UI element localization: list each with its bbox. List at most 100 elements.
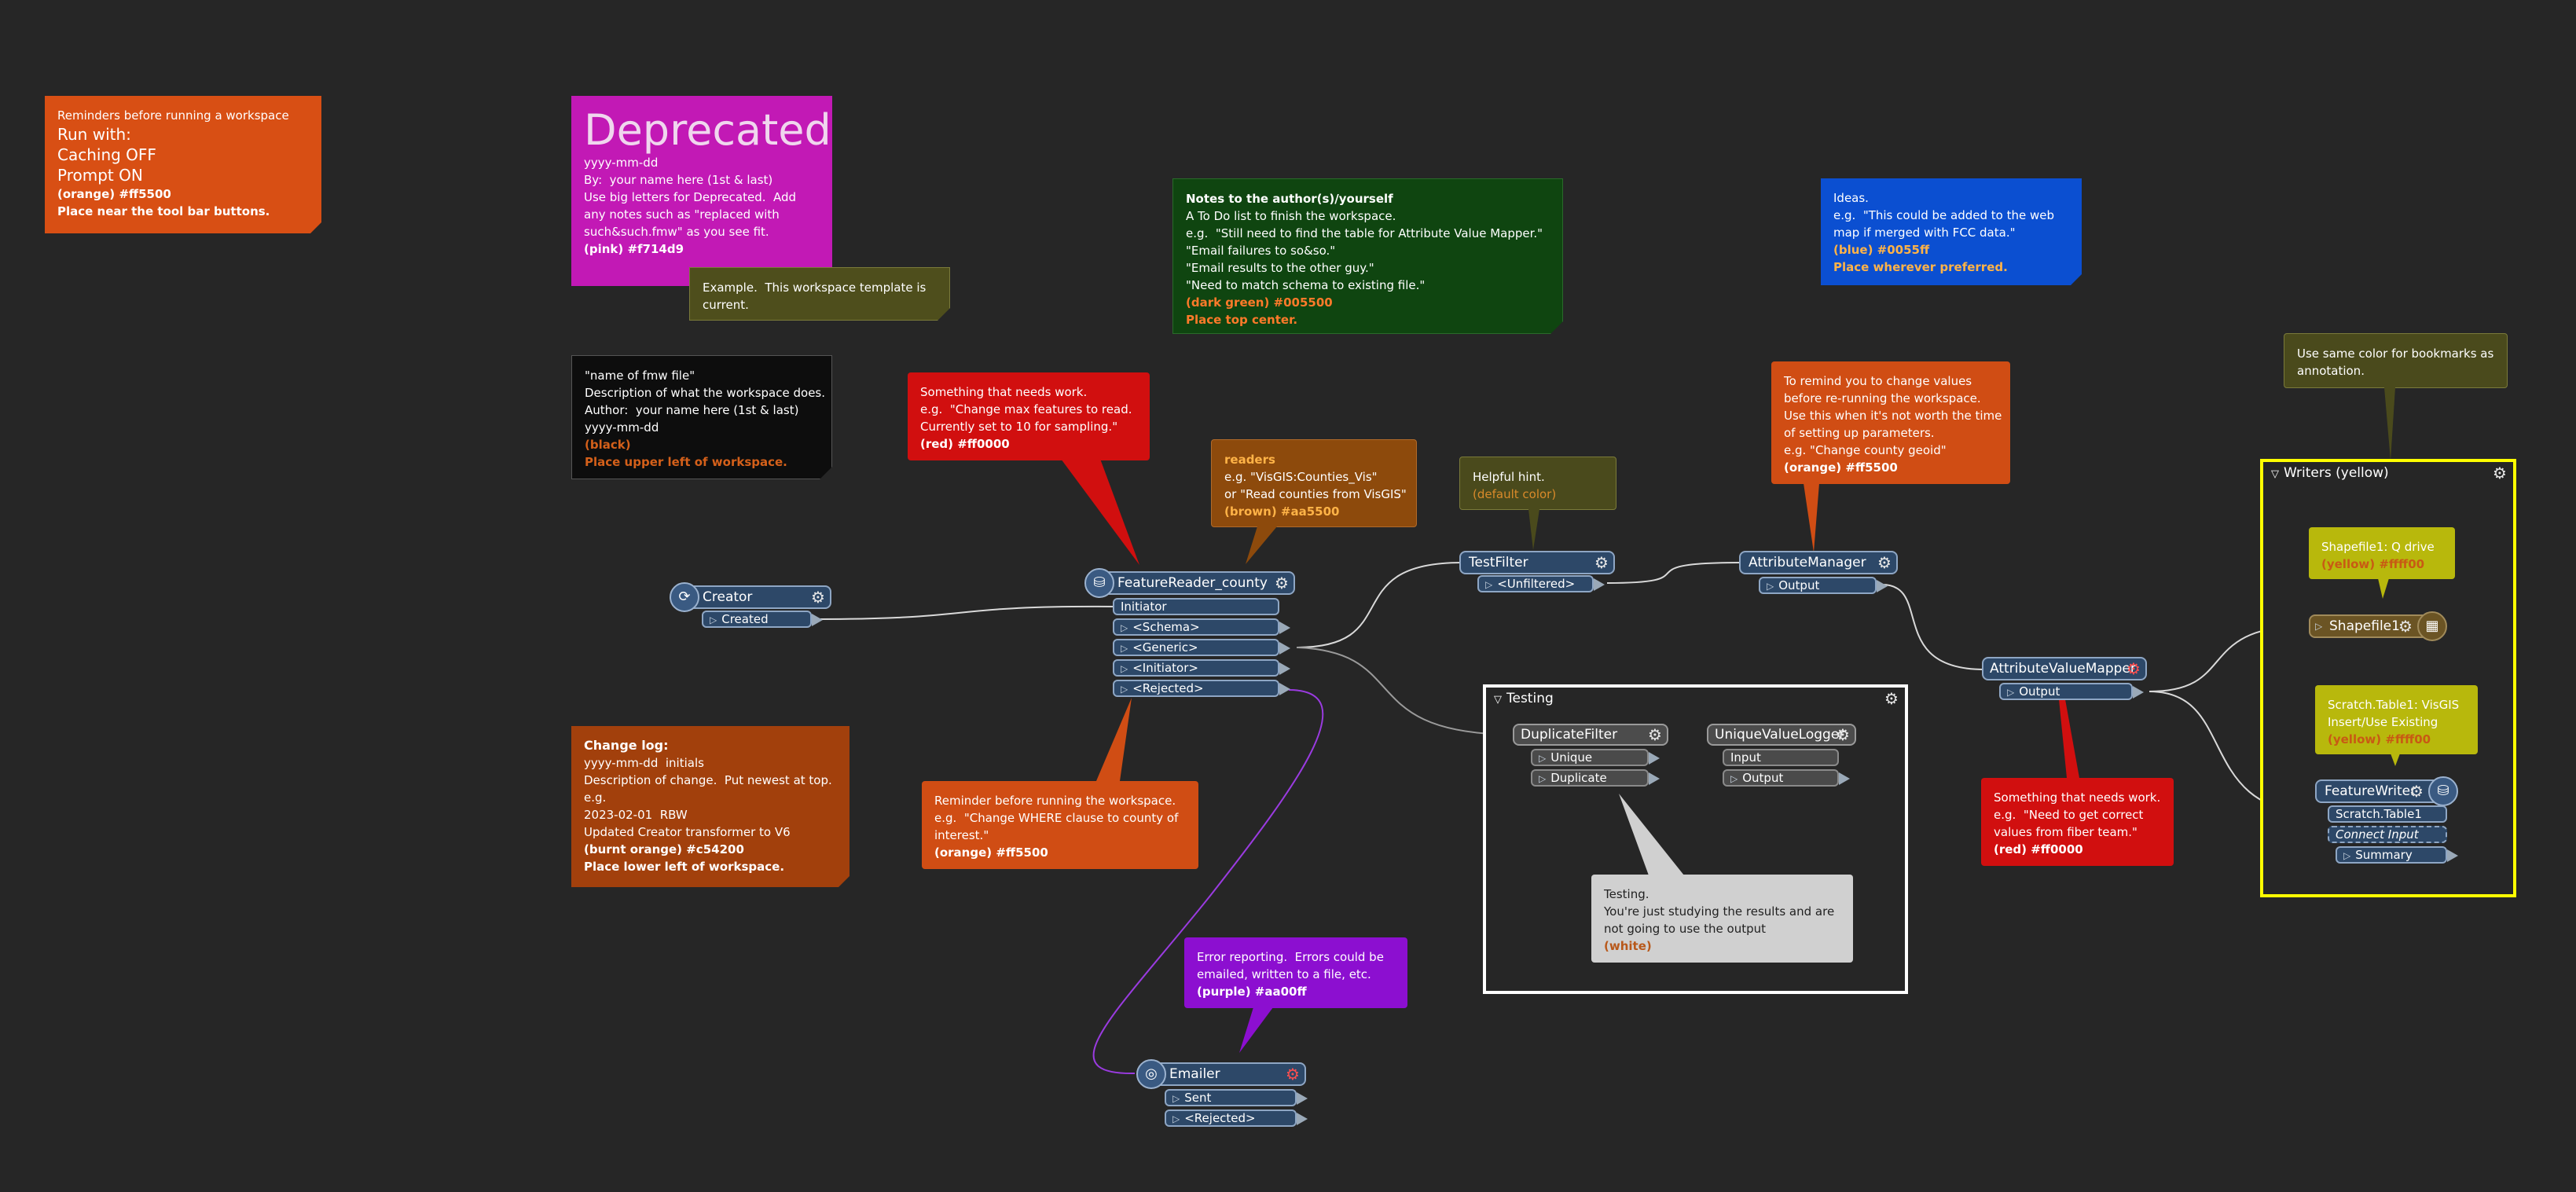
output-arrow-icon[interactable] (1297, 1092, 1308, 1105)
port-input[interactable]: Input (1723, 749, 1839, 766)
output-arrow-icon[interactable] (1839, 772, 1850, 785)
port-rejected[interactable]: ▷<Rejected> (1165, 1109, 1308, 1127)
gear-icon[interactable]: ⚙ (1275, 574, 1289, 592)
port-connect-input[interactable]: Connect Input (2328, 826, 2447, 843)
note-fold (2070, 273, 2082, 286)
output-arrow-icon[interactable] (1649, 772, 1660, 785)
note-testing[interactable]: Testing. You're just studying the result… (1591, 875, 1853, 963)
note-text: "name of fmw file" (585, 369, 695, 383)
gear-icon[interactable]: ⚙ (1648, 725, 1662, 744)
gear-icon[interactable]: ⚙ (1877, 553, 1892, 572)
port-summary[interactable]: ▷Summary (2336, 846, 2458, 864)
port-output[interactable]: ▷Output (1723, 769, 1850, 787)
note-text: e.g. "Still need to find the table for A… (1186, 226, 1543, 240)
output-arrow-icon[interactable] (1649, 752, 1660, 765)
port-output[interactable]: ▷Output (1759, 577, 1888, 594)
port-unique[interactable]: ▷Unique (1531, 749, 1660, 766)
transformer-attribute-manager[interactable]: AttributeManager ⚙ (1739, 551, 1898, 574)
port-arrow-icon: ▷ (2007, 687, 2015, 698)
gear-icon[interactable]: ⚙ (1884, 689, 1899, 708)
port-rejected[interactable]: ▷<Rejected> (1113, 680, 1290, 697)
note-bookmark-color[interactable]: Use same color for bookmarks as annotati… (2284, 333, 2508, 388)
gear-icon[interactable]: ⚙ (2126, 659, 2141, 678)
note-change-log[interactable]: Change log: yyyy-mm-dd initials Descript… (571, 726, 850, 888)
note-text: Description of what the workspace does. (585, 386, 826, 400)
transformer-attribute-value-mapper[interactable]: AttributeValueMapper ⚙ (1982, 657, 2147, 680)
output-arrow-icon[interactable] (2133, 686, 2144, 699)
output-arrow-icon[interactable] (2447, 849, 2458, 862)
bookmark-title: Writers (yellow) (2284, 465, 2389, 481)
transformer-creator[interactable]: ⟳ Creator ⚙ (670, 582, 831, 612)
gear-icon[interactable]: ⚙ (811, 588, 825, 607)
bookmark-title: Testing (1506, 691, 1554, 706)
transformer-test-filter[interactable]: TestFilter ⚙ (1459, 551, 1615, 574)
port-label: Duplicate (1550, 771, 1607, 785)
port-initiator-input[interactable]: Initiator (1113, 598, 1279, 615)
transformer-feature-writer[interactable]: FeatureWriter ⚙ ⛁ (2315, 776, 2458, 806)
transformer-name: Shapefile1 (2329, 618, 2400, 634)
note-remind[interactable]: To remind you to change values before re… (1771, 361, 2010, 484)
callout-tail (1096, 698, 1132, 781)
note-needs-work-2[interactable]: Something that needs work. e.g. "Need to… (1981, 778, 2174, 866)
port-scratch-table[interactable]: Scratch.Table1 (2328, 805, 2447, 823)
port-output[interactable]: ▷ Output (1999, 683, 2144, 700)
output-arrow-icon[interactable] (1279, 683, 1290, 695)
collapse-icon[interactable]: ▽ (2271, 468, 2279, 480)
gear-icon[interactable]: ⚙ (1594, 553, 1609, 572)
port-unfiltered[interactable]: ▷<Unfiltered> (1477, 575, 1605, 592)
port-sent[interactable]: ▷Sent (1165, 1089, 1308, 1106)
transformer-emailer[interactable]: ◎ Emailer ⚙ (1136, 1059, 1306, 1089)
note-deprecated[interactable]: Deprecated yyyy-mm-dd By: your name here… (571, 96, 832, 286)
note-text: "Email results to the other guy." (1186, 261, 1374, 275)
note-reminders[interactable]: Reminders before running a workspace Run… (45, 96, 322, 234)
port-label: Input (1730, 750, 1761, 765)
note-text: e.g. "Change max features to read. (920, 402, 1132, 416)
transformer-duplicate-filter[interactable]: DuplicateFilter ⚙ (1513, 724, 1668, 746)
port-label: <Rejected> (1184, 1111, 1256, 1125)
transformer-feature-reader[interactable]: ⛁ FeatureReader_county ⚙ (1084, 568, 1295, 598)
note-reminder-2[interactable]: Reminder before running the workspace. e… (922, 781, 1198, 869)
port-schema[interactable]: ▷<Schema> (1113, 618, 1290, 636)
transformer-unique-value-logger[interactable]: UniqueValueLogger ⚙ (1707, 724, 1856, 746)
port-generic[interactable]: ▷<Generic> (1113, 639, 1290, 656)
link-testfilter-attrmanager (1606, 562, 1741, 584)
note-fmw-file[interactable]: "name of fmw file" Description of what t… (571, 355, 832, 479)
note-needs-work-1[interactable]: Something that needs work. e.g. "Change … (908, 372, 1150, 460)
gear-icon[interactable]: ⚙ (2398, 617, 2413, 636)
note-scratch[interactable]: Scratch.Table1: VisGIS Insert/Use Existi… (2315, 685, 2478, 754)
port-created[interactable]: ▷Created (702, 611, 823, 628)
port-label: Output (2019, 684, 2060, 699)
port-duplicate[interactable]: ▷Duplicate (1531, 769, 1660, 787)
note-text: Error reporting. Errors could be (1197, 950, 1384, 964)
bookmark-header[interactable]: ▽ Testing (1486, 688, 1905, 710)
note-example[interactable]: Example. This workspace template is curr… (689, 267, 950, 321)
port-label: Unique (1550, 750, 1593, 765)
note-shapefile[interactable]: Shapefile1: Q drive (yellow) #ffff00 (2309, 527, 2455, 579)
writer-shapefile[interactable]: ▷ Shapefile1 ⚙ ▦ (2309, 611, 2447, 641)
output-arrow-icon[interactable] (1594, 578, 1605, 591)
gear-icon[interactable]: ⚙ (1286, 1065, 1300, 1084)
gear-icon[interactable]: ⚙ (2493, 464, 2507, 482)
output-arrow-icon[interactable] (1279, 622, 1290, 634)
note-text: any notes such as "replaced with (584, 207, 780, 222)
output-arrow-icon[interactable] (812, 614, 823, 626)
note-error-reporting[interactable]: Error reporting. Errors could be emailed… (1184, 937, 1407, 1008)
note-text: Scratch.Table1: VisGIS (2328, 698, 2460, 712)
output-arrow-icon[interactable] (1877, 580, 1888, 592)
note-text: Ideas. (1833, 191, 1869, 205)
output-arrow-icon[interactable] (1279, 642, 1290, 655)
note-hint[interactable]: Helpful hint. (default color) (1459, 457, 1616, 510)
note-author[interactable]: Notes to the author(s)/yourself A To Do … (1172, 178, 1563, 334)
output-arrow-icon[interactable] (1279, 662, 1290, 675)
gear-icon[interactable]: ⚙ (1836, 725, 1850, 744)
bookmark-header[interactable]: ▽ Writers (yellow) (2263, 462, 2513, 484)
note-text: emailed, written to a file, etc. (1197, 967, 1371, 981)
port-initiator-output[interactable]: ▷<Initiator> (1113, 659, 1290, 677)
note-ideas[interactable]: Ideas. e.g. "This could be added to the … (1821, 178, 2082, 286)
note-readers[interactable]: readers e.g. "VisGIS:Counties_Vis" or "R… (1211, 439, 1417, 527)
output-arrow-icon[interactable] (1297, 1113, 1308, 1125)
gear-icon[interactable]: ⚙ (2409, 782, 2424, 801)
collapse-icon[interactable]: ▽ (1494, 694, 1502, 706)
